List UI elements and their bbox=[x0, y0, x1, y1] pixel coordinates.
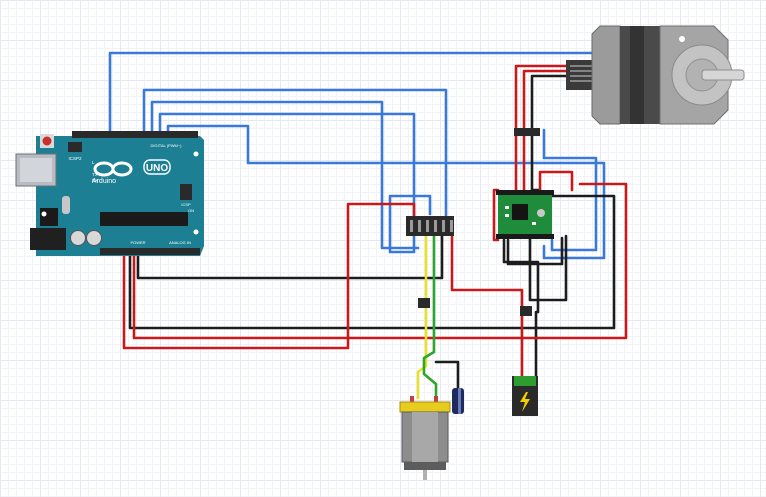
wire-red-4 bbox=[522, 69, 568, 192]
rx-label: RX bbox=[92, 178, 98, 183]
dc-motor bbox=[399, 396, 451, 480]
wire-black-5 bbox=[528, 234, 568, 302]
power-header-label: POWER bbox=[130, 240, 145, 245]
stepper-motor bbox=[566, 25, 745, 125]
arduino-brand: Arduino bbox=[92, 178, 116, 185]
analog-header-label: ANALOG IN bbox=[169, 240, 191, 245]
driver-components bbox=[505, 206, 536, 225]
reset-button-cap bbox=[42, 136, 52, 146]
dc-motor-base bbox=[404, 462, 446, 470]
tx-label: TX bbox=[92, 172, 98, 177]
on-label: ON bbox=[188, 208, 194, 213]
icsp2-header bbox=[68, 142, 82, 152]
wire-blue-5 bbox=[166, 124, 606, 260]
power-jack-pcb bbox=[514, 376, 536, 386]
digital-header-label: DIGITAL (PWM~) bbox=[151, 143, 183, 148]
wire-green bbox=[422, 234, 438, 400]
dc-power-jack bbox=[512, 376, 538, 416]
arduino-logo-icon bbox=[93, 161, 133, 177]
icsp-header bbox=[180, 184, 192, 200]
l-label: L bbox=[92, 160, 95, 165]
dc-motor-shaft bbox=[423, 470, 427, 480]
wire-red-6 bbox=[492, 188, 500, 242]
driver-potentiometer bbox=[537, 209, 545, 217]
stepper-body-shade bbox=[630, 26, 644, 124]
usb-connector-inner bbox=[20, 158, 52, 182]
pin-header bbox=[406, 216, 454, 236]
mounting-hole bbox=[193, 151, 199, 157]
stepper-body-left bbox=[591, 25, 621, 125]
wire-black-6 bbox=[502, 238, 540, 378]
usb-chip bbox=[40, 208, 58, 226]
barrel-jack bbox=[30, 228, 66, 250]
wire-blue-3 bbox=[150, 100, 420, 250]
mounting-hole bbox=[193, 229, 199, 235]
dc-motor-terminal bbox=[434, 396, 438, 402]
atmega-chip bbox=[100, 212, 188, 226]
wire-red-5 bbox=[538, 170, 574, 192]
stepper-shaft bbox=[701, 69, 745, 81]
dc-motor-highlight bbox=[412, 412, 438, 462]
inline-connectors bbox=[418, 128, 540, 316]
wire-black-7 bbox=[434, 360, 460, 390]
wire-black-2 bbox=[128, 194, 616, 330]
capacitor bbox=[452, 388, 464, 414]
capacitor-c1 bbox=[70, 230, 86, 246]
icsp2-label: ICSP2 bbox=[68, 156, 82, 161]
lightning-icon bbox=[520, 392, 530, 412]
mounting-hole bbox=[41, 211, 47, 217]
wire-blue-4 bbox=[158, 112, 432, 254]
uno-label: UNO bbox=[146, 163, 168, 174]
driver-headers bbox=[496, 190, 554, 239]
wire-red-7 bbox=[450, 234, 524, 378]
wires bbox=[108, 51, 628, 400]
dc-motor-cap bbox=[399, 401, 451, 413]
wire-black-1 bbox=[136, 234, 444, 280]
wire-red-3 bbox=[514, 64, 568, 192]
wire-red-2 bbox=[132, 182, 628, 340]
crystal bbox=[62, 196, 70, 214]
stepper-driver bbox=[496, 190, 554, 239]
wire-red-1 bbox=[122, 202, 416, 350]
pin-header-body bbox=[406, 216, 454, 236]
connector-mid bbox=[520, 306, 532, 316]
connector-top bbox=[514, 128, 540, 136]
wire-black-4 bbox=[506, 236, 564, 266]
digital-header bbox=[72, 131, 198, 138]
dc-motor-terminal bbox=[410, 396, 414, 402]
arduino-uno-board: Arduino UNO DIGITAL (PWM~) ICSP2 ICSP TX… bbox=[15, 131, 204, 256]
capacitor-c2 bbox=[86, 230, 102, 246]
wire-blue-6 bbox=[542, 128, 598, 252]
connector-motor bbox=[418, 298, 430, 308]
power-analog-header bbox=[100, 248, 200, 255]
uno-badge bbox=[143, 159, 171, 175]
stepper-screw bbox=[679, 36, 685, 42]
pin-header-pins bbox=[410, 220, 453, 232]
driver-chip bbox=[512, 204, 528, 220]
icsp-label: ICSP bbox=[181, 202, 191, 207]
